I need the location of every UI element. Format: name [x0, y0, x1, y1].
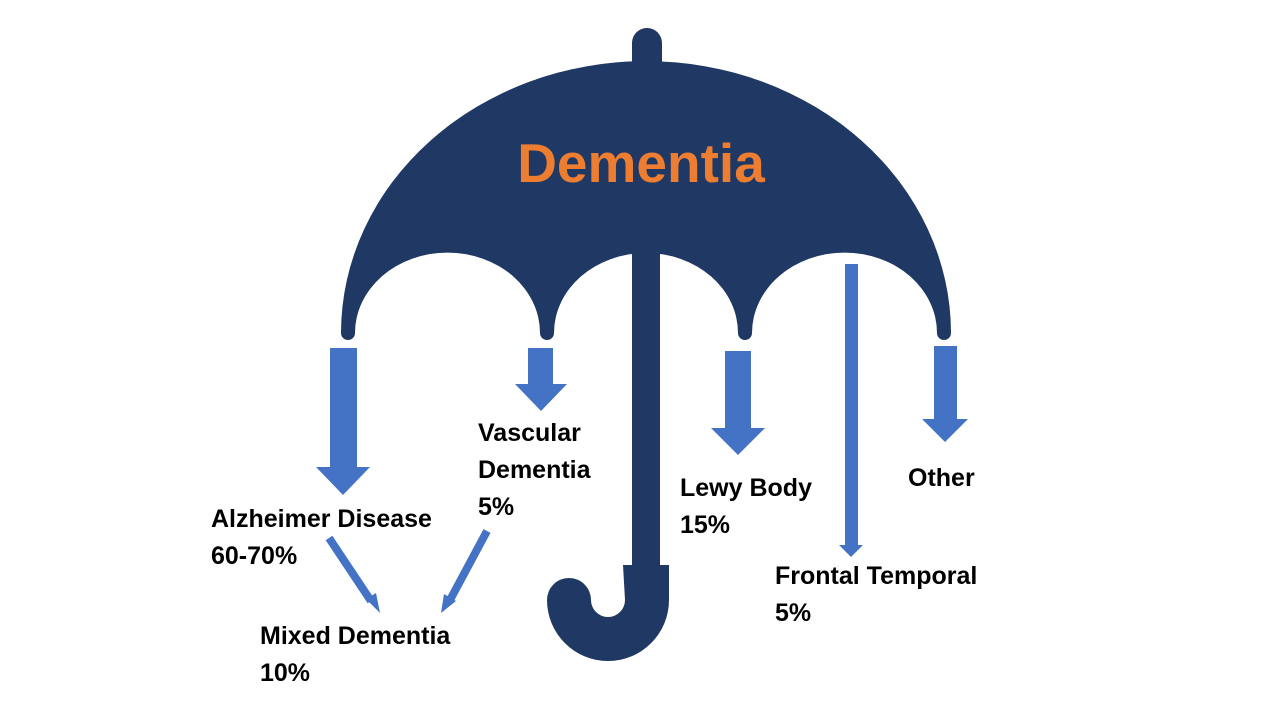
label-frontal-temporal-name: Frontal Temporal: [775, 562, 978, 590]
umbrella-top-knob: [632, 28, 662, 70]
label-other: Other: [908, 460, 975, 497]
label-frontal-temporal-share: 5%: [775, 599, 812, 627]
umbrella-handle-hook: [547, 565, 669, 661]
label-alzheimer-share: 60-70%: [211, 542, 298, 570]
umbrella-icon: [341, 28, 951, 661]
label-alzheimer: Alzheimer Disease 60-70%: [211, 501, 432, 575]
label-lewy-body: Lewy Body 15%: [680, 470, 812, 544]
label-lewy-body-share: 15%: [680, 511, 731, 539]
label-mixed-dementia: Mixed Dementia 10%: [260, 618, 450, 692]
arrow-lewy-body: [711, 351, 765, 455]
arrow-frontal-temporal: [839, 264, 863, 557]
label-other-name: Other: [908, 464, 975, 492]
label-vascular-name-line1: Vascular: [478, 419, 581, 447]
arrow-alzheimer: [316, 348, 370, 495]
label-vascular: Vascular Dementia 5%: [478, 415, 591, 526]
arrow-vascular-to-mixed: [441, 529, 491, 613]
label-vascular-share: 5%: [478, 493, 515, 521]
arrow-vascular: [515, 348, 567, 411]
label-frontal-temporal: Frontal Temporal 5%: [775, 558, 977, 632]
umbrella-shaft: [632, 250, 660, 570]
label-mixed-dementia-share: 10%: [260, 659, 311, 687]
arrows-group: [316, 264, 968, 613]
label-lewy-body-name: Lewy Body: [680, 474, 812, 502]
arrow-alzheimer-to-mixed: [325, 535, 380, 613]
arrow-other: [922, 346, 968, 442]
umbrella-canopy: [341, 61, 951, 341]
diagram-title: Dementia: [517, 132, 765, 194]
label-alzheimer-name: Alzheimer Disease: [211, 505, 432, 533]
label-mixed-dementia-name: Mixed Dementia: [260, 622, 451, 650]
label-vascular-name-line2: Dementia: [478, 456, 591, 484]
